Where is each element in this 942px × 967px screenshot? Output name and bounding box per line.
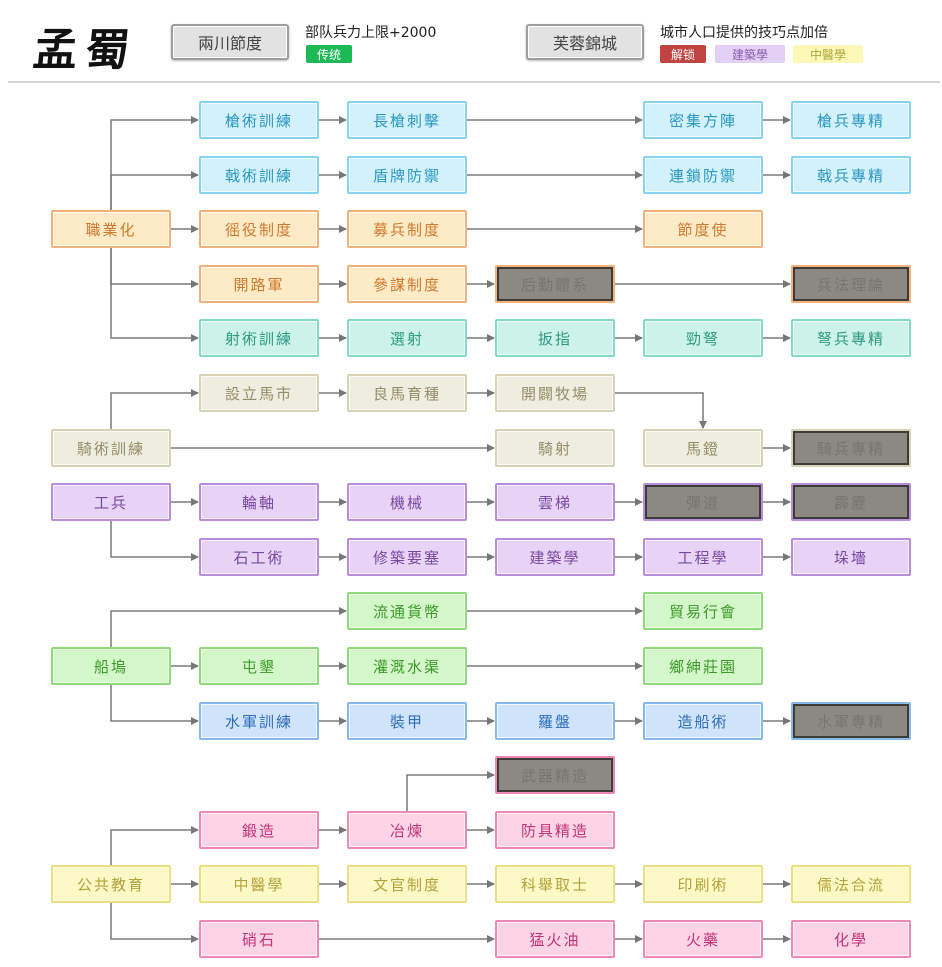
connector-chuanwu-huobi	[110, 607, 347, 647]
tech-node-qishu[interactable]: 騎術訓練	[51, 429, 171, 467]
tech-node-dunpai[interactable]: 盾牌防禦	[347, 156, 467, 194]
connector-chuanwu-shuijun	[110, 685, 199, 725]
tech-node-sheshu[interactable]: 射術訓練	[199, 319, 319, 357]
tech-node-xuanshe[interactable]: 選射	[347, 319, 467, 357]
tech-node-duoqiang[interactable]: 垛墻	[791, 538, 911, 576]
tech-node-shuijun[interactable]: 水軍訓練	[199, 702, 319, 740]
tech-node-nubing[interactable]: 弩兵專精	[791, 319, 911, 357]
policy-button-liangchuan[interactable]: 兩川節度	[171, 24, 289, 60]
tech-node-huobi[interactable]: 流通貨幣	[347, 592, 467, 630]
tech-node-bingfa[interactable]: 兵法理論	[791, 265, 911, 303]
tech-node-miji[interactable]: 密集方陣	[643, 101, 763, 139]
tech-node-yaosai[interactable]: 修築要塞	[347, 538, 467, 576]
connector-zhiye-sheshu	[110, 248, 199, 342]
connector-muchang-madeng	[615, 392, 707, 429]
tech-node-qibing[interactable]: 騎兵專精	[791, 429, 911, 467]
connector-qishu-mashi	[110, 389, 199, 429]
unlock-badge: 解锁	[660, 45, 706, 63]
tech-node-zaochuan[interactable]: 造船術	[643, 702, 763, 740]
tech-node-jingnu[interactable]: 勁弩	[643, 319, 763, 357]
tech-node-banzhi[interactable]: 扳指	[495, 319, 615, 357]
tech-node-madeng[interactable]: 馬鐙	[643, 429, 763, 467]
tech-node-yinshua[interactable]: 印刷術	[643, 865, 763, 903]
tech-node-wuqi[interactable]: 武器精造	[495, 756, 615, 794]
tech-node-keju[interactable]: 科舉取士	[495, 865, 615, 903]
tech-node-xiaoshi[interactable]: 硝石	[199, 920, 319, 958]
header-divider	[8, 81, 940, 83]
tech-node-zhuangjia[interactable]: 裝甲	[347, 702, 467, 740]
tech-node-dandao[interactable]: 彈道	[643, 483, 763, 521]
connector-jiaoyu-duanzao	[110, 826, 199, 865]
tech-node-maoyi[interactable]: 貿易行會	[643, 592, 763, 630]
tech-node-rufa[interactable]: 儒法合流	[791, 865, 911, 903]
tech-node-liansuo[interactable]: 連鎖防禦	[643, 156, 763, 194]
tradition-badge: 传统	[306, 45, 352, 63]
tech-node-luopan[interactable]: 羅盤	[495, 702, 615, 740]
tech-node-jibing[interactable]: 戟兵專精	[791, 156, 911, 194]
policy-effect-liangchuan: 部队兵力上限+2000	[305, 25, 437, 41]
tech-node-yunti[interactable]: 雲梯	[495, 483, 615, 521]
tech-node-jixie[interactable]: 機械	[347, 483, 467, 521]
tech-node-zhiye[interactable]: 職業化	[51, 210, 171, 248]
tech-node-xiangshen[interactable]: 鄉紳莊園	[643, 647, 763, 685]
policy-button-furong[interactable]: 芙蓉錦城	[526, 24, 644, 60]
tech-node-kailu[interactable]: 開路軍	[199, 265, 319, 303]
tech-node-pili[interactable]: 霹靂	[791, 483, 911, 521]
tech-node-yaoyi[interactable]: 徭役制度	[199, 210, 319, 248]
tech-node-tunken[interactable]: 屯墾	[199, 647, 319, 685]
tech-node-jishu[interactable]: 戟術訓練	[199, 156, 319, 194]
requirement-badge-architecture: 建築學	[715, 45, 785, 63]
tech-node-muchang[interactable]: 開闢牧場	[495, 374, 615, 412]
tech-node-houqin[interactable]: 后勤體系	[495, 265, 615, 303]
policy-effect-furong: 城市人口提供的技巧点加倍	[660, 25, 828, 41]
tech-node-mashi[interactable]: 設立馬市	[199, 374, 319, 412]
tech-node-huoyao[interactable]: 火藥	[643, 920, 763, 958]
connector-zhiye-jishu	[110, 171, 199, 210]
tech-node-wenguan[interactable]: 文官制度	[347, 865, 467, 903]
tech-node-changqiang[interactable]: 長槍刺擊	[347, 101, 467, 139]
tech-node-fangju[interactable]: 防具精造	[495, 811, 615, 849]
connector-yelian-wuqi	[406, 771, 495, 811]
tech-node-mubing[interactable]: 募兵制度	[347, 210, 467, 248]
tech-node-jianzhu[interactable]: 建築學	[495, 538, 615, 576]
tech-node-menghuo[interactable]: 猛火油	[495, 920, 615, 958]
tech-node-gongbing[interactable]: 工兵	[51, 483, 171, 521]
tech-node-huaxue[interactable]: 化學	[791, 920, 911, 958]
connector-gongbing-shigong	[110, 521, 199, 561]
connector-jiaoyu-xiaoshi	[110, 903, 199, 943]
tech-node-guangai[interactable]: 灌溉水渠	[347, 647, 467, 685]
tech-node-duanzao[interactable]: 鍛造	[199, 811, 319, 849]
connector-zhiye-qiangshu	[110, 116, 199, 210]
requirement-badge-medicine: 中醫學	[793, 45, 863, 63]
tech-node-zhongyi[interactable]: 中醫學	[199, 865, 319, 903]
tech-node-shuijunzj[interactable]: 水軍專精	[791, 702, 911, 740]
tech-node-liangma[interactable]: 良馬育種	[347, 374, 467, 412]
tech-node-gongcheng[interactable]: 工程學	[643, 538, 763, 576]
tech-node-canmou[interactable]: 參謀制度	[347, 265, 467, 303]
connector-zhiye-kailu	[110, 248, 199, 288]
tech-node-shigong[interactable]: 石工術	[199, 538, 319, 576]
tech-node-qishe[interactable]: 騎射	[495, 429, 615, 467]
tech-node-chuanwu[interactable]: 船塢	[51, 647, 171, 685]
tech-node-jiaoyu[interactable]: 公共教育	[51, 865, 171, 903]
tech-node-lunzhou[interactable]: 輪軸	[199, 483, 319, 521]
tech-node-yelian[interactable]: 冶煉	[347, 811, 467, 849]
tech-node-qiangbing[interactable]: 槍兵專精	[791, 101, 911, 139]
tech-node-jiedu[interactable]: 節度使	[643, 210, 763, 248]
tech-node-qiangshu[interactable]: 槍術訓練	[199, 101, 319, 139]
